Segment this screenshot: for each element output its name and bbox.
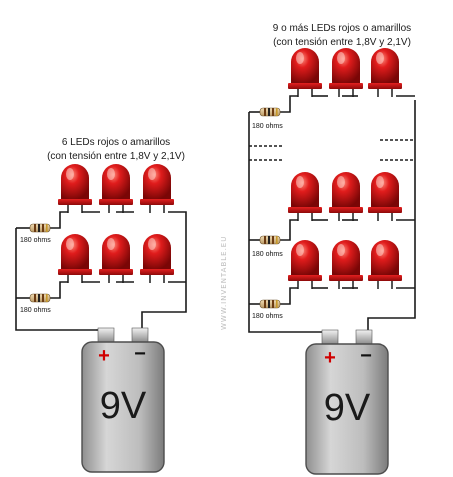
left-wire-positive	[15, 228, 96, 331]
led	[98, 233, 134, 284]
led	[287, 239, 323, 290]
led	[139, 233, 175, 284]
watermark: WWW.INVENTABLE.EU	[220, 236, 228, 330]
left-battery-label: 9V	[100, 385, 147, 427]
led	[57, 233, 93, 284]
right-resistor-label-1: 180 ohms	[252, 123, 283, 130]
led	[328, 171, 364, 222]
right-minus-sign: −	[360, 345, 372, 367]
led	[287, 171, 323, 222]
right-wire-row1-a	[280, 95, 298, 113]
right-resistor-label-3: 180 ohms	[252, 313, 283, 320]
right-caption-line1: 9 o más LEDs rojos o amarillos	[273, 23, 411, 34]
right-wire-row3-a	[280, 287, 298, 305]
left-caption-line1: 6 LEDs rojos o amarillos	[62, 137, 170, 148]
led	[57, 163, 93, 214]
right-wire-negative	[367, 100, 416, 334]
led	[328, 47, 364, 98]
right-plus-sign: +	[324, 347, 336, 369]
left-wire-negative	[141, 211, 187, 332]
led	[328, 239, 364, 290]
led	[367, 47, 403, 98]
left-resistor-label-1: 180 ohms	[20, 237, 51, 244]
led	[98, 163, 134, 214]
right-caption-line2: (con tensión entre 1,8V y 2,1V)	[273, 37, 411, 48]
left-caption-line2: (con tensión entre 1,8V y 2,1V)	[47, 151, 185, 162]
left-resistor-1	[29, 223, 51, 233]
left-minus-sign: −	[134, 343, 146, 365]
led	[139, 163, 175, 214]
right-battery-label: 9V	[324, 387, 371, 429]
right-resistor-1	[259, 107, 281, 117]
left-circuit: 6 LEDs rojos o amarillos (con tensión en…	[15, 137, 187, 473]
left-resistor-label-2: 180 ohms	[20, 307, 51, 314]
led	[367, 171, 403, 222]
right-resistor-3	[259, 299, 281, 309]
right-resistor-2	[259, 235, 281, 245]
left-wire-row1-a	[50, 211, 68, 229]
left-wire-row2-a	[50, 281, 68, 299]
right-wire-positive	[248, 112, 326, 333]
led	[367, 239, 403, 290]
left-plus-sign: +	[98, 345, 110, 367]
right-circuit: 9 o más LEDs rojos o amarillos (con tens…	[248, 23, 416, 475]
right-resistor-label-2: 180 ohms	[252, 251, 283, 258]
led	[287, 47, 323, 98]
right-wire-row2-a	[280, 219, 298, 241]
left-resistor-2	[29, 293, 51, 303]
